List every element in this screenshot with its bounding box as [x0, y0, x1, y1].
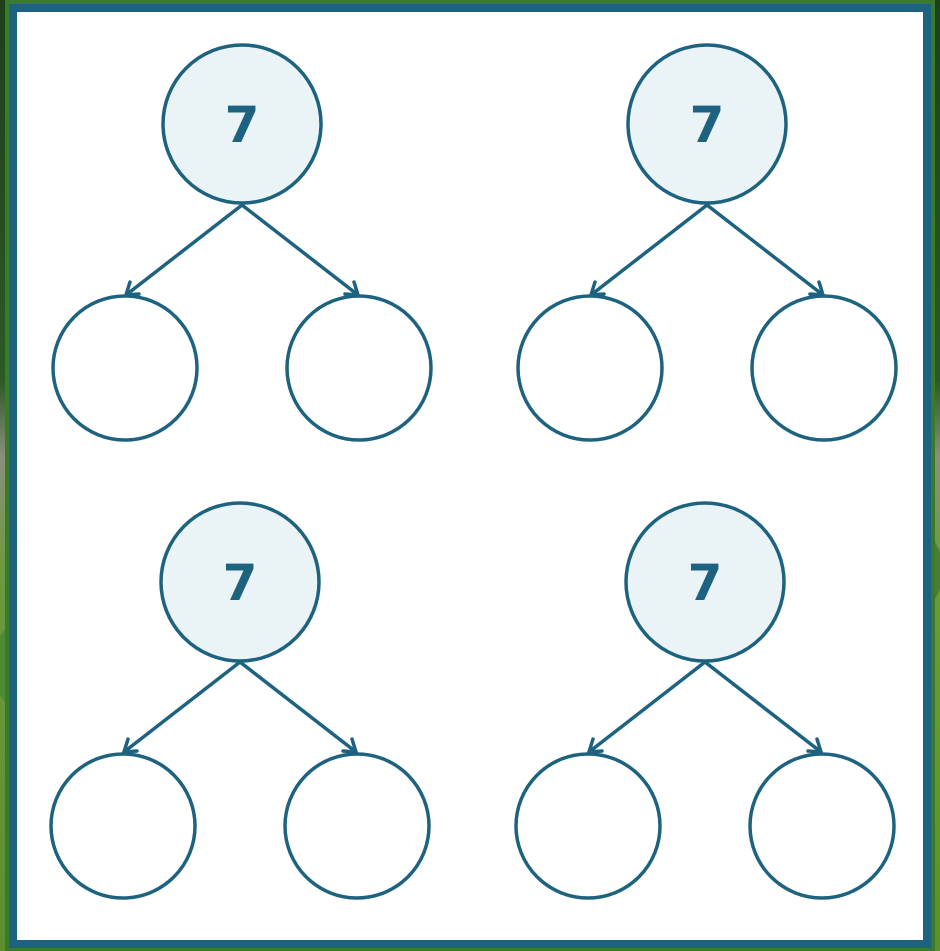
whole-number: 7 [688, 554, 723, 612]
branch-line-right [242, 205, 358, 295]
branch-line-left [591, 205, 707, 295]
whole-number: 7 [223, 554, 258, 612]
part-circle-left[interactable] [516, 754, 660, 898]
branch-line-left [124, 662, 240, 752]
number-bond-2: 7 [518, 45, 896, 440]
whole-number: 7 [225, 96, 260, 154]
number-bond-1: 7 [53, 45, 431, 440]
part-circle-right[interactable] [285, 754, 429, 898]
branch-line-right [705, 662, 821, 752]
part-circle-right[interactable] [752, 296, 896, 440]
branch-line-left [126, 205, 242, 295]
part-circle-left[interactable] [518, 296, 662, 440]
part-circle-right[interactable] [750, 754, 894, 898]
number-bond-4: 7 [516, 503, 894, 898]
part-circle-right[interactable] [287, 296, 431, 440]
branch-line-right [240, 662, 356, 752]
branch-line-left [589, 662, 705, 752]
branch-line-right [707, 205, 823, 295]
part-circle-left[interactable] [51, 754, 195, 898]
whole-number: 7 [690, 96, 725, 154]
part-circle-left[interactable] [53, 296, 197, 440]
number-bond-3: 7 [51, 503, 429, 898]
